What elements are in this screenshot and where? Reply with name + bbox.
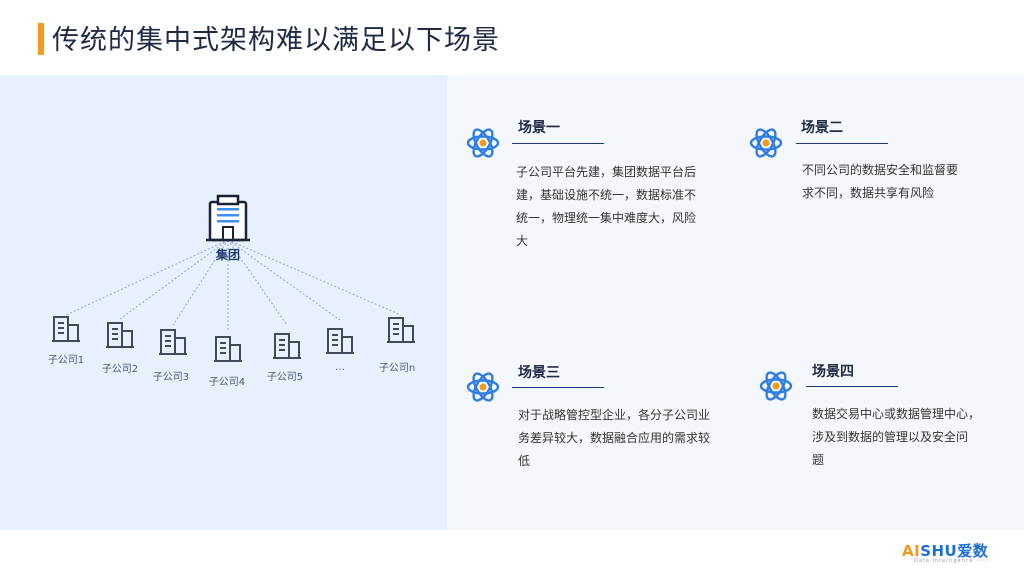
scene-1-line-1: 子公司平台先建，集团数据平台后 bbox=[516, 165, 697, 179]
scene-4-line-3: 题 bbox=[812, 453, 825, 467]
aishu-logo: AISHU爱数 bbox=[902, 540, 988, 561]
scene-2-title: 场景二 bbox=[801, 120, 843, 136]
logo-shu-text: SHU爱数 bbox=[920, 542, 989, 560]
page-title: 传统的集中式架构难以满足以下场景 bbox=[52, 25, 500, 56]
scene-4-line-1: 数据交易中心或数据管理中心， bbox=[812, 407, 981, 421]
atom-icon-scene-1 bbox=[466, 128, 500, 158]
atom-icon-scene-3 bbox=[466, 372, 500, 402]
scene-1-text: 子公司平台先建，集团数据平台后 建，基础设施不统一，数据标准不 统一，物理统一集… bbox=[516, 161, 726, 253]
scene-4-underline bbox=[806, 386, 898, 387]
scene-3-text: 对于战略管控型企业，各分子公司业 务差异较大，数据融合应用的需求较 低 bbox=[518, 404, 733, 473]
title-accent-bar bbox=[38, 23, 44, 55]
subsidiary-building-icon-2 bbox=[106, 322, 134, 348]
subsidiary-label-n: 子公司n bbox=[378, 363, 416, 374]
scene-2-underline bbox=[796, 143, 888, 144]
subsidiary-label-2: 子公司2 bbox=[101, 364, 139, 375]
logo-ai-text: AI bbox=[902, 542, 921, 560]
scene-2-line-2: 求不同，数据共享有风险 bbox=[802, 186, 935, 200]
architecture-diagram bbox=[52, 194, 415, 362]
scene-4-text: 数据交易中心或数据管理中心， 涉及到数据的管理以及安全问 题 bbox=[812, 403, 1012, 472]
scenes-panel bbox=[447, 75, 1024, 530]
subsidiary-building-icon-6 bbox=[326, 328, 354, 354]
subsidiary-building-icon-n bbox=[387, 317, 415, 343]
scene-2-text: 不同公司的数据安全和监督要 求不同，数据共享有风险 bbox=[802, 159, 1002, 205]
subsidiary-label-4: 子公司4 bbox=[208, 377, 246, 388]
connector-lines bbox=[65, 239, 402, 332]
scene-1-title: 场景一 bbox=[518, 120, 560, 136]
scene-3-underline bbox=[512, 387, 604, 388]
scene-2-line-1: 不同公司的数据安全和监督要 bbox=[802, 163, 959, 177]
subsidiary-label-ellipsis: … bbox=[335, 362, 345, 373]
subsidiary-label-5: 子公司5 bbox=[266, 372, 304, 383]
scene-4-line-2: 涉及到数据的管理以及安全问 bbox=[812, 430, 969, 444]
scene-4-title: 场景四 bbox=[812, 364, 854, 380]
subsidiary-icons bbox=[52, 316, 415, 362]
subsidiary-building-icon-5 bbox=[273, 333, 301, 359]
subsidiary-label-3: 子公司3 bbox=[152, 372, 190, 383]
atom-icon-scene-4 bbox=[759, 371, 793, 401]
logo-tagline: Data Intelligence ····· bbox=[914, 558, 990, 564]
scene-3-line-2: 务差异较大，数据融合应用的需求较 bbox=[518, 431, 711, 445]
subsidiary-building-icon-3 bbox=[159, 329, 187, 355]
subsidiary-label-1: 子公司1 bbox=[47, 355, 85, 366]
atom-icon-scene-2 bbox=[749, 128, 783, 158]
subsidiary-building-icon-1 bbox=[52, 316, 80, 342]
scene-1-line-4: 大 bbox=[516, 234, 529, 248]
headquarters-label: 集团 bbox=[215, 248, 240, 262]
scene-3-title: 场景三 bbox=[518, 365, 560, 381]
scene-3-line-1: 对于战略管控型企业，各分子公司业 bbox=[518, 408, 711, 422]
scene-1-line-2: 建，基础设施不统一，数据标准不 bbox=[516, 188, 697, 202]
headquarters-building-icon bbox=[206, 194, 250, 242]
scene-1-underline bbox=[512, 143, 604, 144]
scene-1-line-3: 统一，物理统一集中难度大，风险 bbox=[516, 211, 697, 225]
scene-3-line-3: 低 bbox=[518, 454, 531, 468]
subsidiary-building-icon-4 bbox=[214, 336, 242, 362]
